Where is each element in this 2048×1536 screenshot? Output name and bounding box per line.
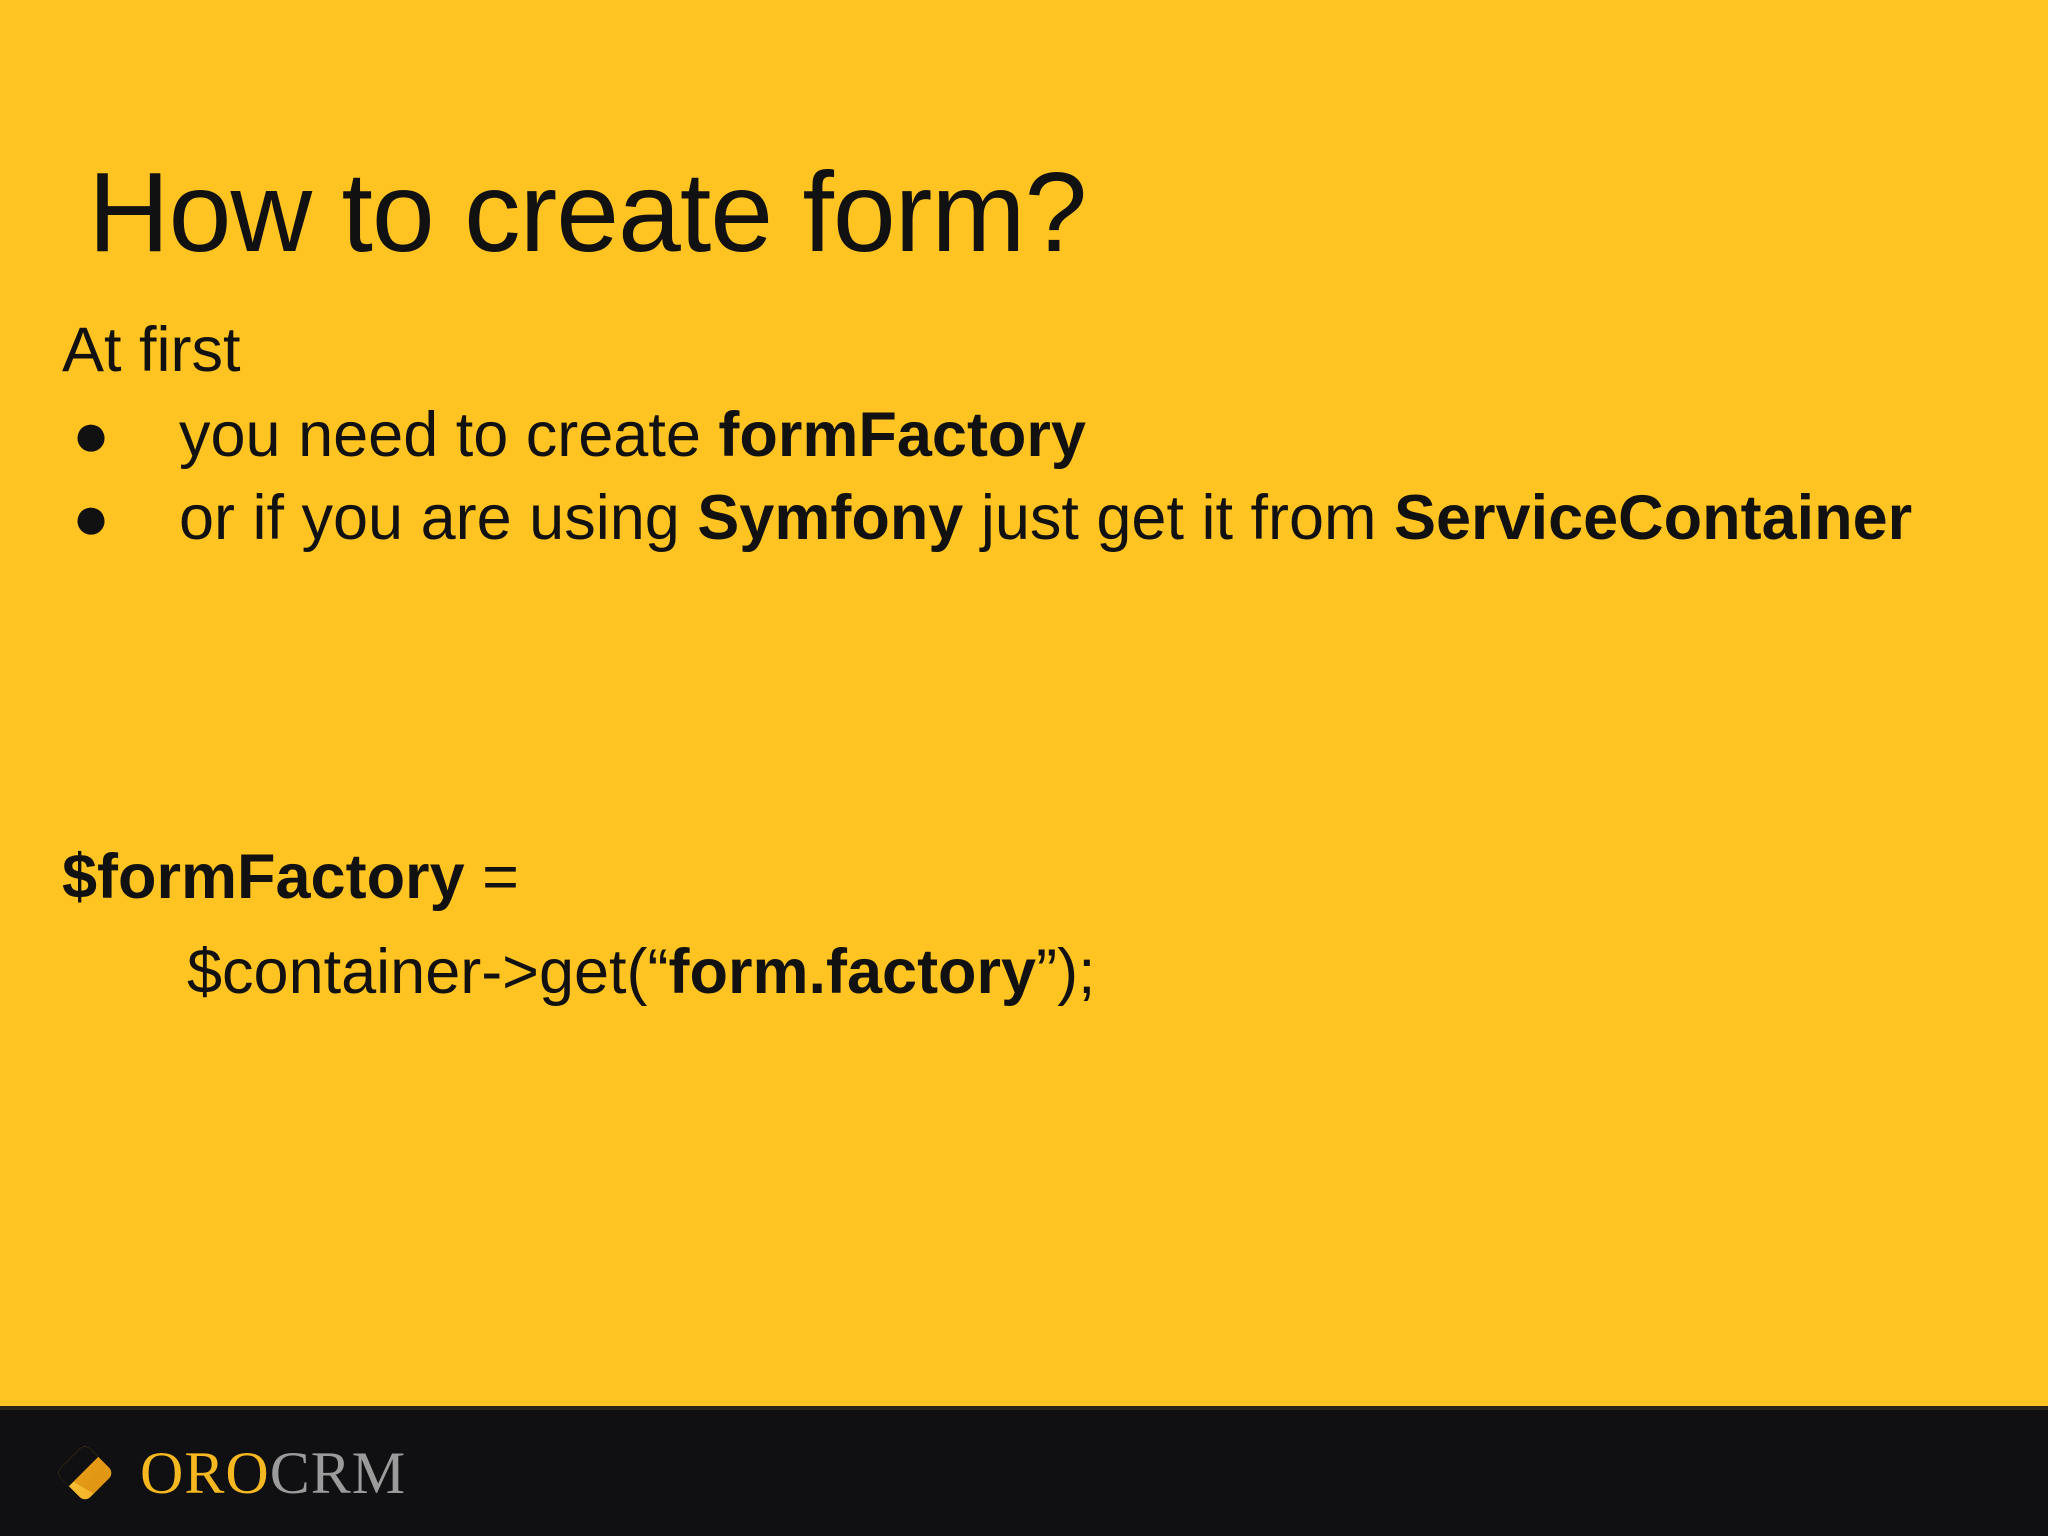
brand-oro: ORO bbox=[140, 1440, 270, 1506]
bullet-list: ● you need to create formFactory ● or if… bbox=[62, 397, 1942, 557]
bullet-text-bold-2: ServiceContainer bbox=[1393, 482, 1913, 553]
brand-logo: OROCRM bbox=[48, 1436, 406, 1510]
bullet-text-plain: or if you are using bbox=[179, 482, 698, 553]
page-title: How to create form? bbox=[88, 148, 1087, 275]
list-item-text: you need to create formFactory bbox=[179, 400, 1086, 470]
footer-bar: OROCRM bbox=[0, 1406, 2048, 1536]
code-variable: $formFactory bbox=[62, 842, 465, 912]
list-item: ● or if you are using Symfony just get i… bbox=[62, 480, 1942, 557]
list-item: ● you need to create formFactory bbox=[62, 397, 1942, 474]
lead-line: At first bbox=[62, 315, 241, 385]
bullet-text-bold: Symfony bbox=[697, 482, 964, 553]
bullet-text-plain-2: just get it from bbox=[963, 482, 1394, 553]
list-item-text: or if you are using Symfony just get it … bbox=[179, 483, 1912, 553]
brand-wordmark: OROCRM bbox=[140, 1443, 406, 1503]
bullet-text-plain: you need to create bbox=[179, 399, 719, 470]
slide-body: At first ● you need to create formFactor… bbox=[62, 312, 1942, 563]
bullet-dot-icon: ● bbox=[72, 482, 111, 553]
orocrm-diamond-icon bbox=[48, 1436, 122, 1510]
code-service-id: form.factory bbox=[668, 936, 1037, 1007]
code-line: $container->get(“form.factory”); bbox=[62, 933, 1096, 1012]
brand-crm: CRM bbox=[269, 1440, 407, 1506]
code-snippet: $formFactory = $container->get(“form.fac… bbox=[62, 838, 1096, 1012]
bullet-text-bold: formFactory bbox=[718, 399, 1086, 470]
code-call-prefix: $container->get(“ bbox=[187, 936, 669, 1007]
code-call-suffix: ”); bbox=[1036, 936, 1096, 1007]
bullet-dot-icon: ● bbox=[72, 399, 111, 470]
code-line: $formFactory = bbox=[62, 838, 1096, 917]
code-operator: = bbox=[464, 842, 519, 912]
